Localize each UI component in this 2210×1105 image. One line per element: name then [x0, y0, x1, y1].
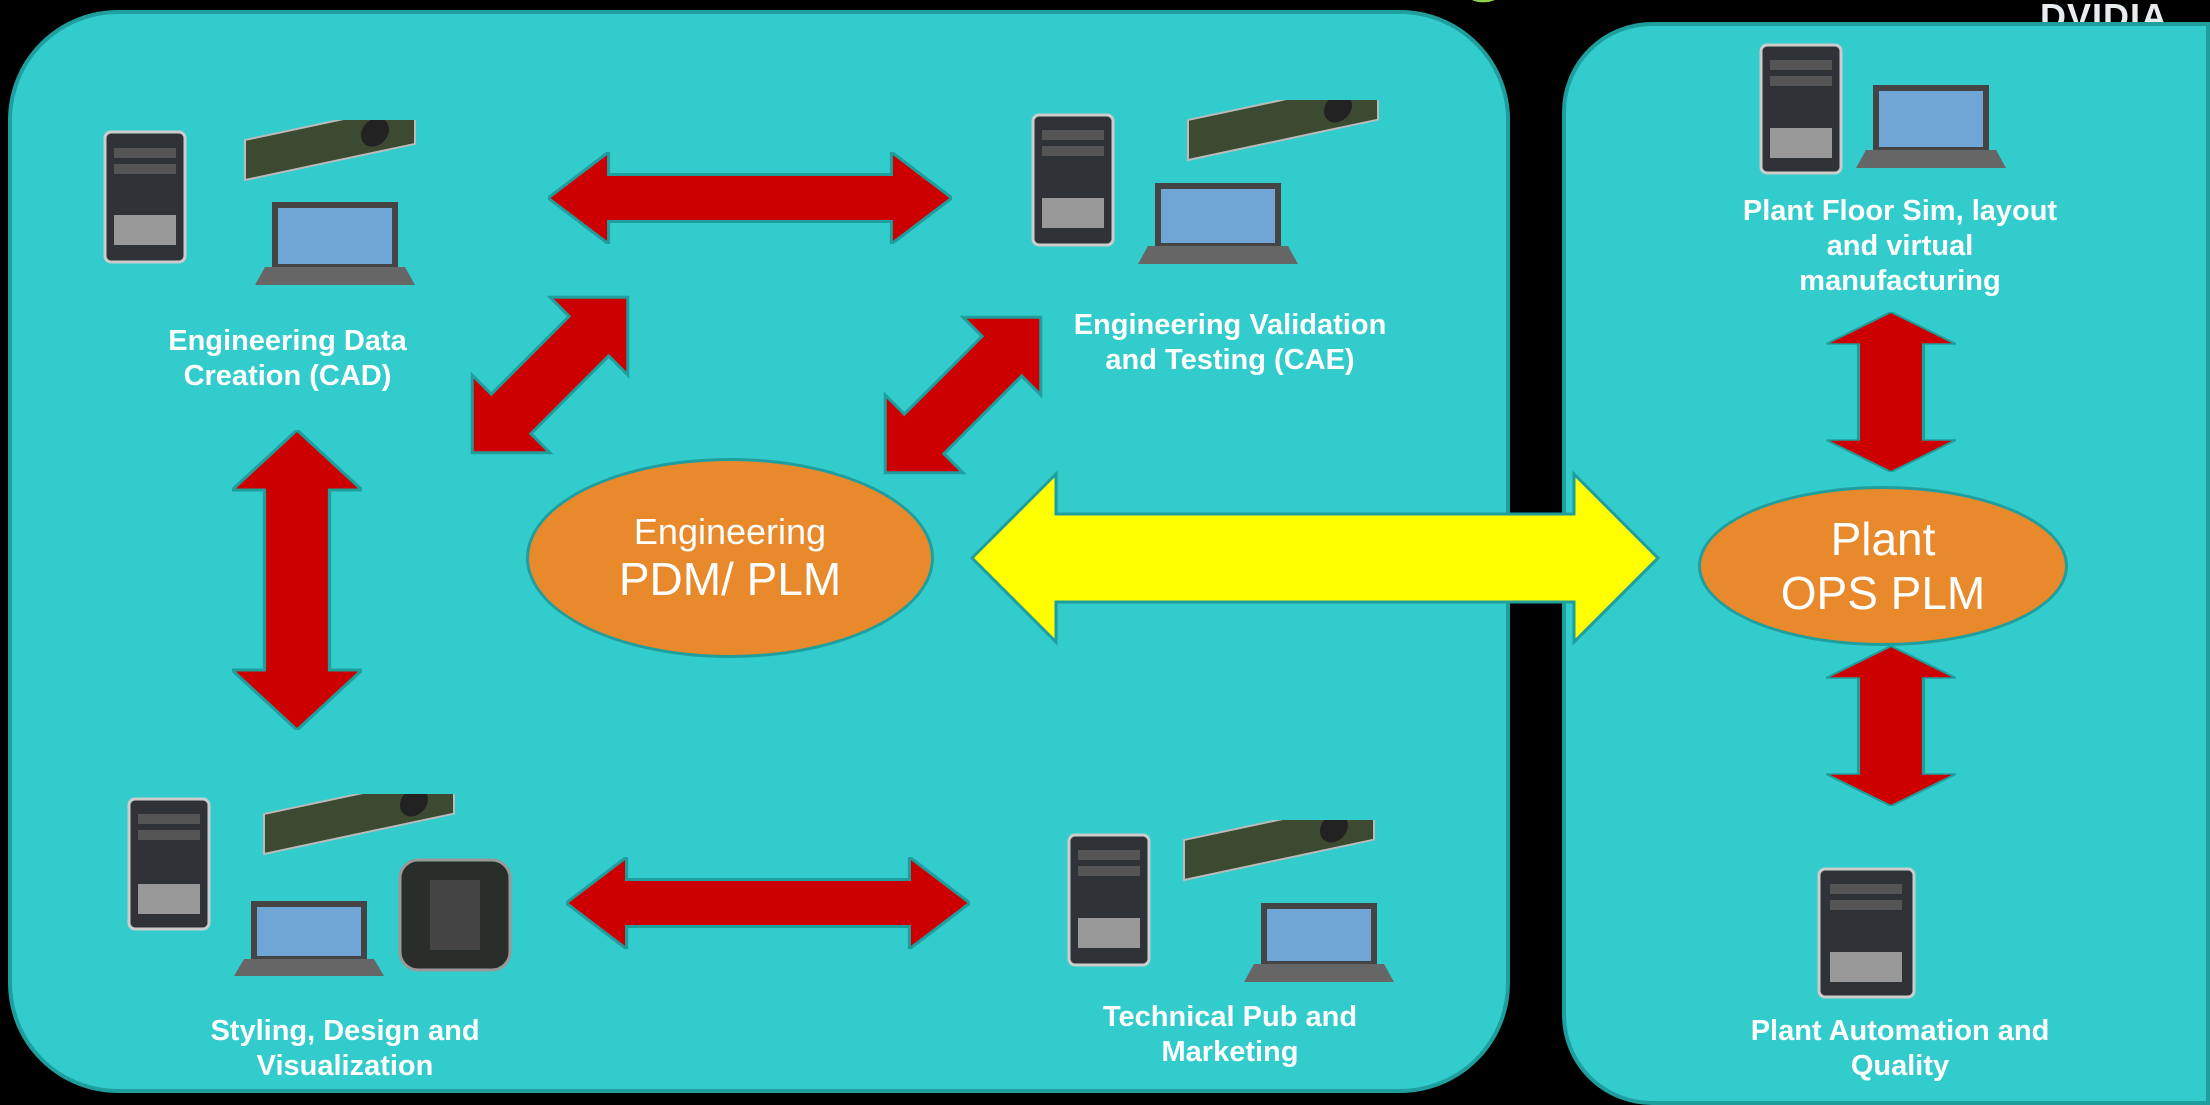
arrow-floor-plant	[1826, 312, 1956, 472]
arrow-cad-styling	[232, 430, 362, 730]
hub-line1: Engineering	[633, 511, 827, 552]
hub-line2: PDM/ PLM	[618, 553, 842, 605]
arrow-cad-pdm	[470, 295, 630, 455]
styling-label: Styling, Design and Visualization	[210, 1015, 480, 1082]
arrow-styling-techpub	[566, 857, 970, 949]
plant-ops-plm-hub: Plant OPS PLM	[1698, 486, 2068, 646]
cad-devices-icon	[103, 120, 416, 285]
arrow-cad-cae	[548, 152, 952, 244]
cae-devices-icon	[1031, 100, 1379, 264]
techpub-label: Technical Pub and Marketing	[1102, 1001, 1358, 1068]
arrow-engineering-plant	[969, 470, 1661, 646]
plant-floor-label: Plant Floor Sim, layout and virtual manu…	[1742, 195, 2058, 297]
cad-label: Engineering Data Creation (CAD)	[168, 325, 407, 392]
techpub-devices-icon	[1067, 820, 1394, 982]
cae-label: Engineering Validation and Testing (CAE)	[1073, 309, 1387, 376]
arrow-cae-pdm	[883, 315, 1043, 475]
styling-devices-icon	[127, 794, 512, 976]
engineering-pdm-plm-hub: Engineering PDM/ PLM	[526, 458, 934, 658]
hub-line1: Plant	[1830, 513, 1936, 565]
plant-automation-tower-icon	[1817, 867, 1916, 999]
plant-floor-devices-icon	[1759, 43, 2006, 175]
plant-automation-label: Plant Automation and Quality	[1750, 1015, 2050, 1082]
arrow-plant-automation	[1826, 646, 1956, 806]
hub-line2: OPS PLM	[1780, 567, 1986, 619]
